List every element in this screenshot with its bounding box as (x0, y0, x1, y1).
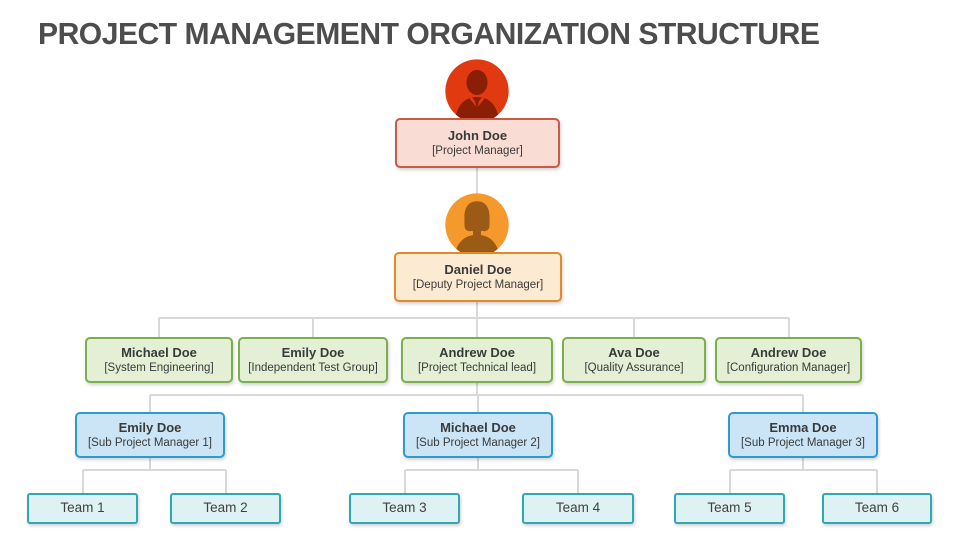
org-node-team-6: Team 6 (822, 493, 932, 524)
org-node-team-1: Team 1 (27, 493, 138, 524)
org-node-sub-project-manager-2: Michael Doe [Sub Project Manager 2] (403, 412, 553, 458)
team-label: Team 4 (555, 500, 601, 516)
person-name: Michael Doe (121, 344, 197, 360)
team-label: Team 3 (382, 500, 427, 516)
person-role: [Quality Assurance] (584, 361, 684, 374)
person-name: Andrew Doe (750, 344, 827, 360)
person-name: Emma Doe (769, 419, 837, 435)
page-title: PROJECT MANAGEMENT ORGANIZATION STRUCTUR… (38, 16, 820, 51)
org-node-system-engineering: Michael Doe [System Engineering] (85, 337, 233, 383)
person-role: [Configuration Manager] (726, 361, 851, 374)
org-node-quality-assurance: Ava Doe [Quality Assurance] (562, 337, 706, 383)
org-node-independent-test-group: Emily Doe [Independent Test Group] (238, 337, 388, 383)
org-node-team-2: Team 2 (170, 493, 281, 524)
person-role: [Sub Project Manager 2] (415, 436, 540, 449)
org-node-project-manager: John Doe [Project Manager] (395, 118, 560, 168)
person-name: Michael Doe (440, 419, 516, 435)
person-role: [Project Manager] (432, 144, 523, 157)
person-name: Daniel Doe (444, 261, 512, 277)
org-node-sub-project-manager-3: Emma Doe [Sub Project Manager 3] (728, 412, 878, 458)
team-label: Team 2 (203, 500, 248, 516)
org-node-deputy-project-manager: Daniel Doe [Deputy Project Manager] (394, 252, 562, 302)
org-node-sub-project-manager-1: Emily Doe [Sub Project Manager 1] (75, 412, 225, 458)
person-name: Emily Doe (118, 419, 182, 435)
person-role: [Project Technical lead] (417, 361, 537, 374)
male-avatar-icon (444, 58, 510, 124)
person-role: [Sub Project Manager 1] (87, 436, 212, 449)
org-node-configuration-manager: Andrew Doe [Configuration Manager] (715, 337, 862, 383)
person-role: [Deputy Project Manager] (412, 278, 544, 291)
person-name: Ava Doe (608, 344, 660, 360)
person-role: [System Engineering] (104, 361, 214, 374)
org-node-project-technical-lead: Andrew Doe [Project Technical lead] (401, 337, 553, 383)
person-role: [Sub Project Manager 3] (740, 436, 865, 449)
person-role: [Independent Test Group] (248, 361, 378, 374)
org-node-team-4: Team 4 (522, 493, 634, 524)
person-name: Emily Doe (281, 344, 345, 360)
person-name: Andrew Doe (439, 344, 515, 360)
team-label: Team 5 (707, 500, 752, 516)
org-node-team-3: Team 3 (349, 493, 460, 524)
team-label: Team 1 (60, 500, 105, 516)
female-avatar-icon (444, 192, 510, 258)
team-label: Team 6 (854, 500, 900, 516)
person-name: John Doe (447, 127, 508, 143)
org-node-team-5: Team 5 (674, 493, 785, 524)
